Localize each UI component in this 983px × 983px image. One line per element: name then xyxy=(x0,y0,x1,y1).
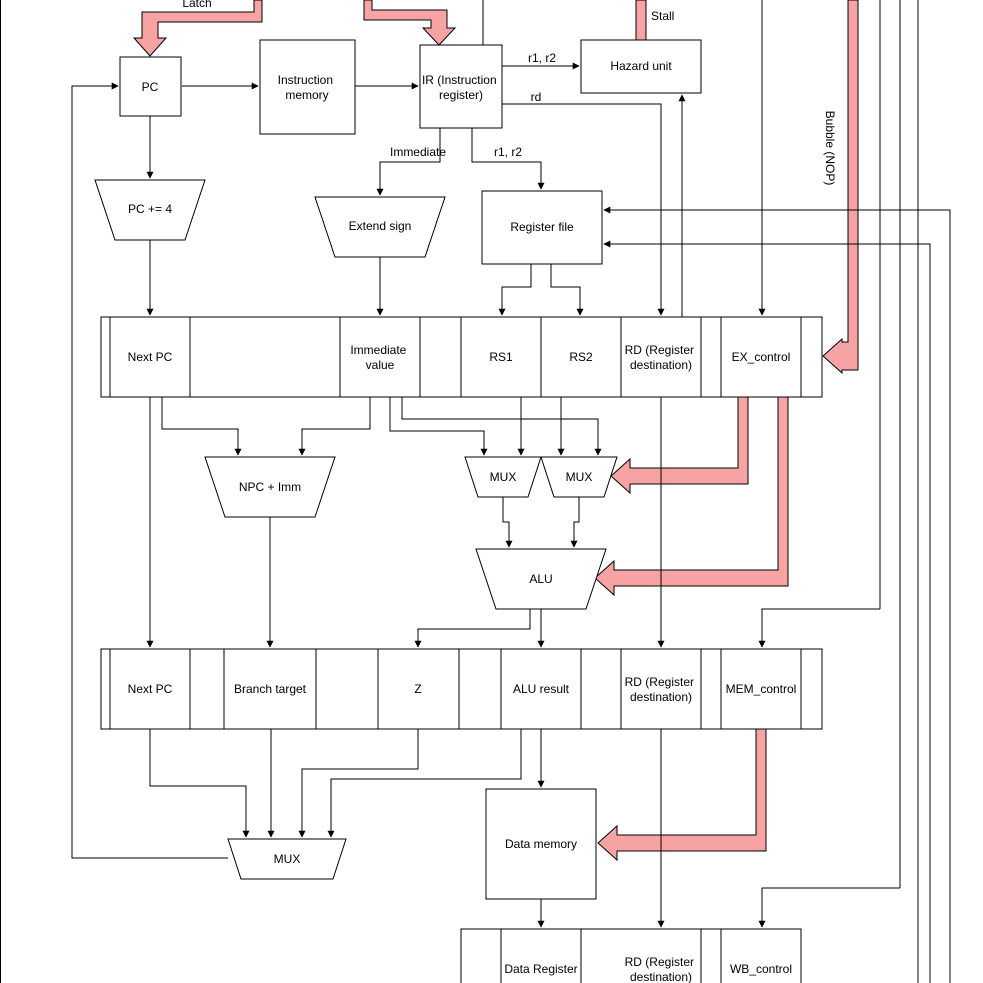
instruction-memory-line-2: memory xyxy=(285,88,328,102)
id-ex-imm-line-2: value xyxy=(366,358,395,372)
mem-wb-rd-line-1: RD (Register xyxy=(625,955,694,969)
ex-mem-next-pc: Next PC xyxy=(128,682,173,696)
latch-label: Latch xyxy=(182,0,211,10)
alu-label: ALU xyxy=(529,572,552,586)
id-ex-ex-control: EX_control xyxy=(732,350,791,364)
svg-text:RD (Register destination: RD (Register destination) xyxy=(625,675,698,704)
rd-label: rd xyxy=(531,90,542,104)
hazard-r1-r2-label: r1, r2 xyxy=(528,51,556,65)
mem-to-dmem-arrow xyxy=(597,728,767,862)
ex-to-alu-arrow xyxy=(594,396,789,597)
ex-mem-branch-target: Branch target xyxy=(234,682,307,696)
id-ex-rs1: RS1 xyxy=(489,350,513,364)
ex-mem-rd-line-2: destination) xyxy=(630,690,692,704)
alu-mux-a-label: MUX xyxy=(490,470,517,484)
ir-line-1: IR (Instruction xyxy=(422,73,497,87)
ir-control-arrow xyxy=(363,0,457,46)
register-file-label: Register file xyxy=(510,220,574,234)
mem-wb-rd-line-2: destination) xyxy=(630,970,692,983)
instruction-register: IR (Instruction register) xyxy=(419,44,503,129)
alu-mux-b: MUX xyxy=(540,456,618,498)
ex-mem-register: Next PC Branch target Z ALU result RD (R… xyxy=(100,648,823,730)
latch-arrow xyxy=(132,0,263,57)
ex-to-mux-arrow xyxy=(610,396,749,495)
branch-adder-label: NPC + Imm xyxy=(239,480,301,494)
branch-adder: NPC + Imm xyxy=(204,456,336,518)
svg-text:Instruction memory: Instruction memory xyxy=(278,73,337,102)
alu-mux-a: MUX xyxy=(464,456,542,498)
regfile-r1-r2-label: r1, r2 xyxy=(494,145,522,159)
mem-wb-data-register: Data Register xyxy=(504,962,577,976)
id-ex-rd-line-2: destination) xyxy=(630,358,692,372)
sign-extender: Extend sign xyxy=(314,196,446,258)
ex-mem-alu-result: ALU result xyxy=(513,682,570,696)
id-ex-next-pc: Next PC xyxy=(128,350,173,364)
wires xyxy=(71,0,951,983)
ir-line-2: register) xyxy=(439,88,483,102)
stall-bar xyxy=(635,0,647,41)
pc-label: PC xyxy=(142,80,159,94)
hazard-unit-label: Hazard unit xyxy=(610,59,672,73)
sign-extender-label: Extend sign xyxy=(349,219,412,233)
pc-source-mux-label: MUX xyxy=(274,852,301,866)
pc-incrementer-label: PC += 4 xyxy=(128,202,172,216)
alu-mux-b-label: MUX xyxy=(566,470,593,484)
instruction-memory-line-1: Instruction xyxy=(278,73,333,87)
svg-text:RD (Register destination: RD (Register destination) xyxy=(625,955,698,983)
mem-wb-register: Data Register RD (Register destination) … xyxy=(460,928,802,983)
id-ex-rs2: RS2 xyxy=(569,350,593,364)
mem-wb-wb-control: WB_control xyxy=(730,962,792,976)
svg-text:Immediate value: Immediate value xyxy=(350,343,409,372)
data-memory: Data memory xyxy=(485,788,597,900)
ex-mem-z: Z xyxy=(414,682,421,696)
bubble-label: Bubble (NOP) xyxy=(823,111,837,186)
wire-labels: Latch Stall r1, r2 rd Immediate r1, r2 B… xyxy=(182,0,837,185)
instruction-memory: Instruction memory xyxy=(259,39,356,135)
pc-incrementer: PC += 4 xyxy=(94,179,206,241)
hazard-unit: Hazard unit xyxy=(580,39,702,94)
alu: ALU xyxy=(475,548,607,610)
ex-mem-rd-line-1: RD (Register xyxy=(625,675,694,689)
pc-source-mux: MUX xyxy=(227,838,347,880)
svg-text:IR (Instruction register: IR (Instruction register) xyxy=(422,73,500,102)
control-paths xyxy=(132,0,859,862)
id-ex-rd-line-1: RD (Register xyxy=(625,343,694,357)
immediate-label: Immediate xyxy=(390,145,446,159)
register-file: Register file xyxy=(481,190,603,265)
svg-text:RD (Register destination: RD (Register destination) xyxy=(625,343,698,372)
stall-label: Stall xyxy=(651,9,674,23)
pc-register: PC xyxy=(119,56,182,117)
ex-mem-mem-control: MEM_control xyxy=(726,682,797,696)
data-memory-label: Data memory xyxy=(505,837,577,851)
id-ex-register: Next PC Immediate value RS1 RS2 RD (Regi… xyxy=(100,316,823,398)
bubble-arrow xyxy=(822,0,859,375)
id-ex-imm-line-1: Immediate xyxy=(350,343,406,357)
